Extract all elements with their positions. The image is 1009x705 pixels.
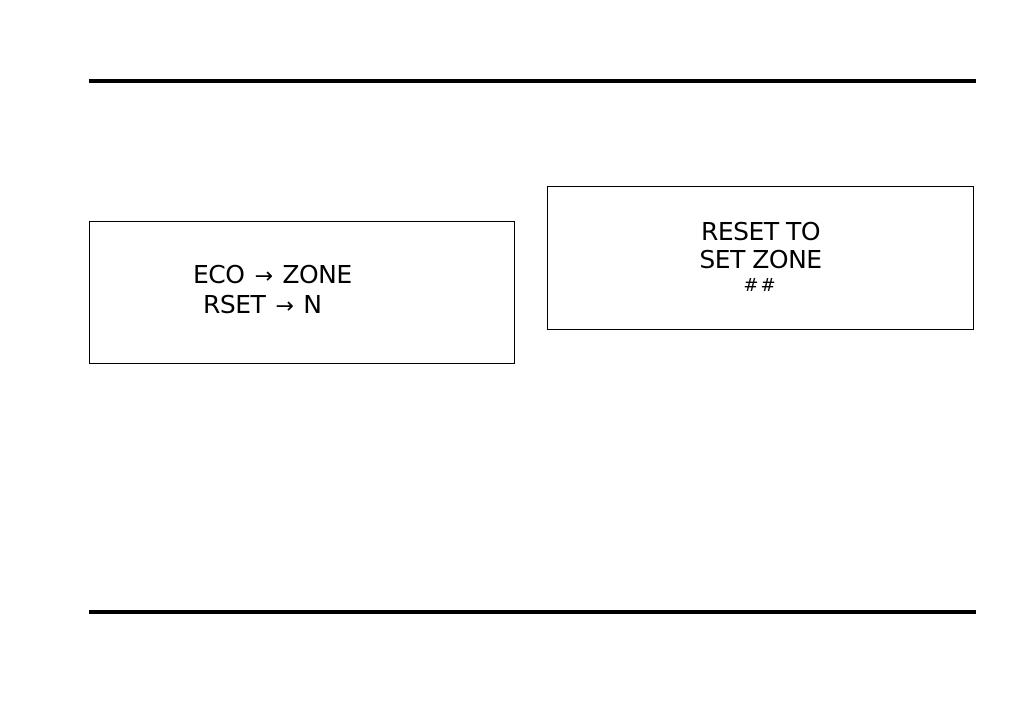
display-right-text: RESET TO SET ZONE ## [548, 218, 973, 298]
top-rule [89, 79, 976, 83]
arrow-right-icon: → [275, 294, 293, 319]
set-zone-text: SET ZONE [548, 246, 973, 274]
n-label: N [303, 290, 321, 319]
reset-to-text: RESET TO [548, 218, 973, 246]
display-left-line-1: ECO → ZONE [193, 261, 352, 291]
display-left-line-2: RSET → N [203, 291, 321, 321]
zone-label: ZONE [282, 260, 351, 289]
eco-label: ECO [193, 260, 244, 289]
display-right-panel: RESET TO SET ZONE ## [547, 186, 974, 330]
bottom-rule [89, 610, 976, 614]
rset-label: RSET [203, 290, 265, 319]
arrow-right-icon: → [254, 264, 272, 289]
display-left-panel: ECO→ZONE RSET→N [89, 221, 515, 364]
zone-number-placeholder: ## [548, 274, 973, 298]
